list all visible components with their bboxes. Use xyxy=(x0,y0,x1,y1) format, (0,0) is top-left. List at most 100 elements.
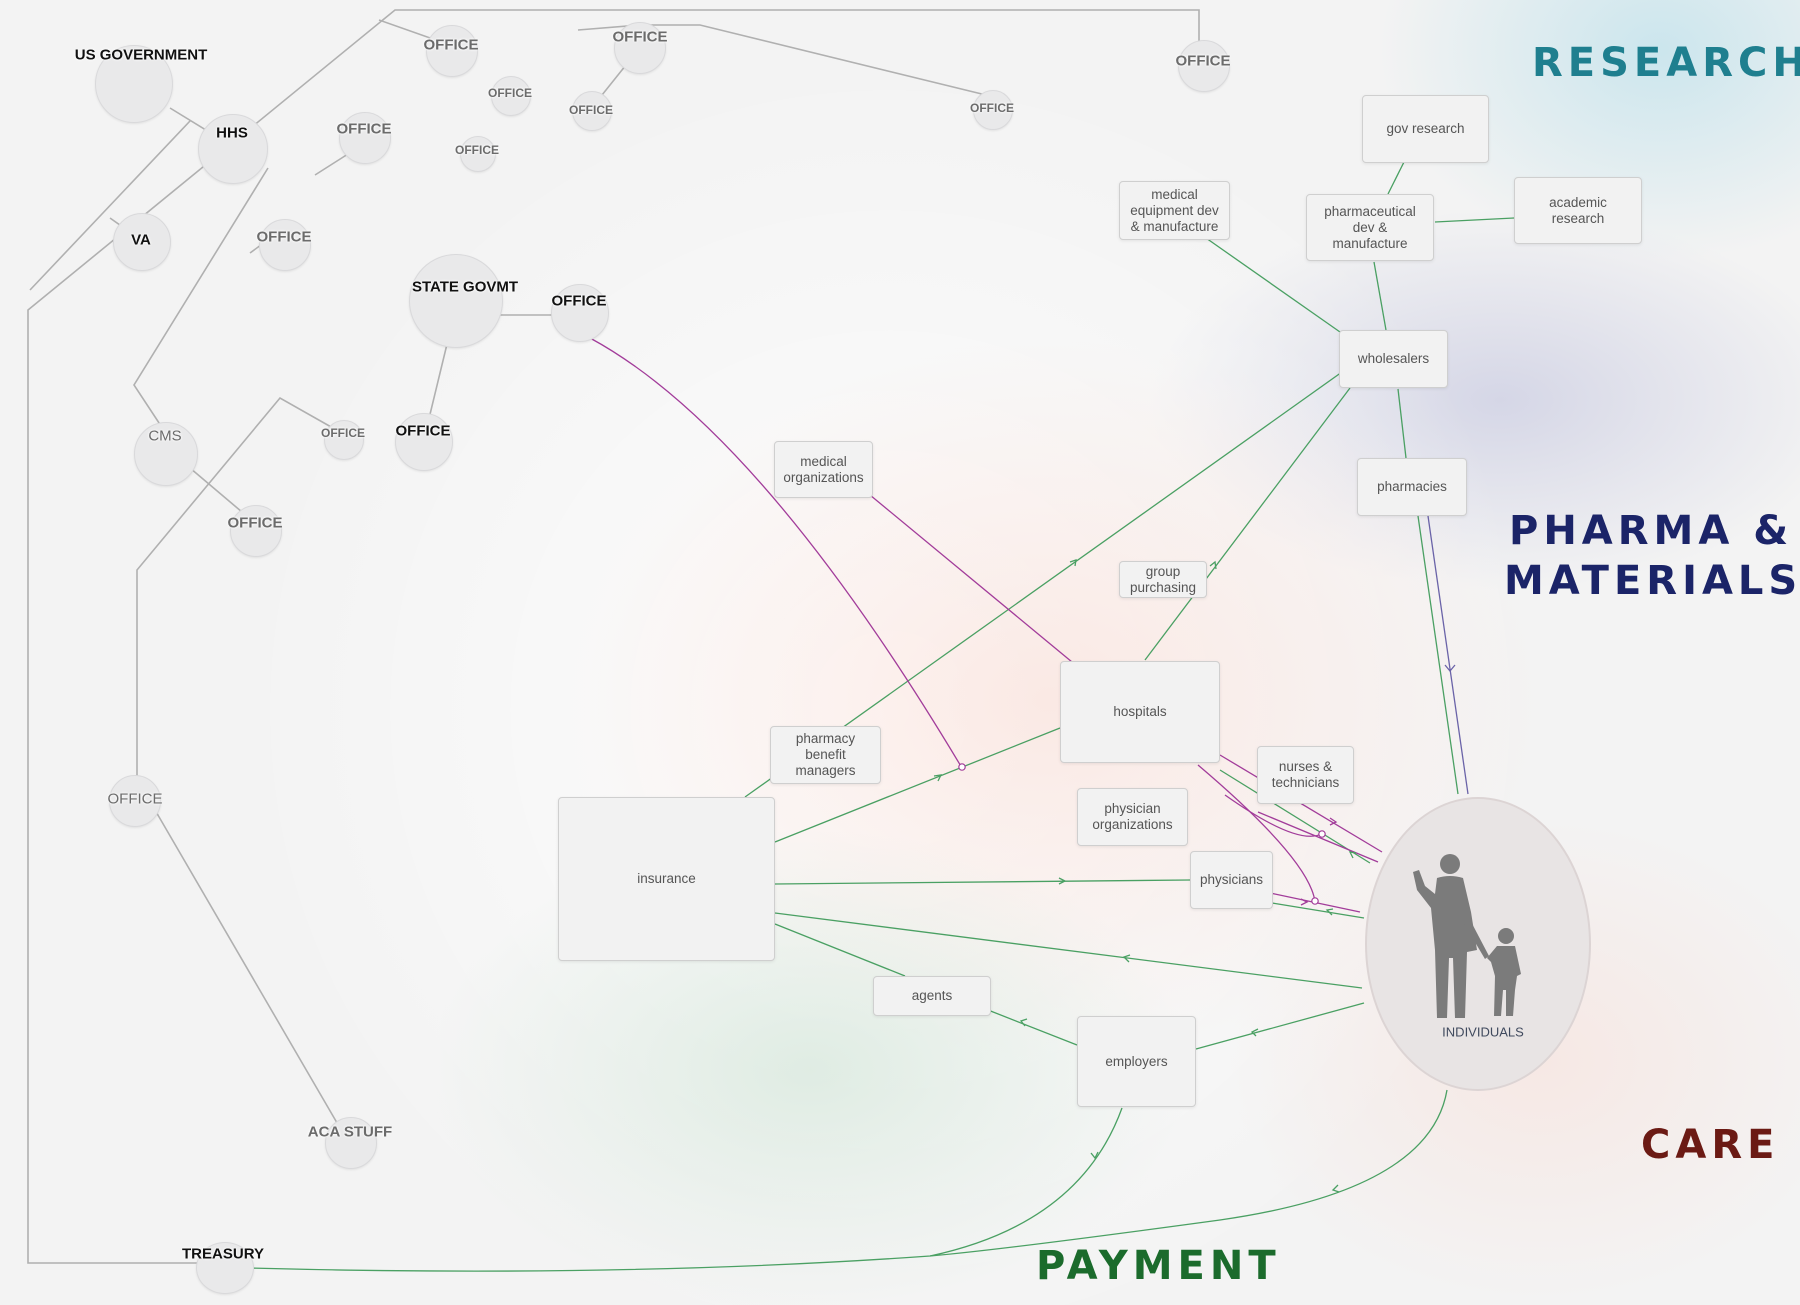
junction-marker xyxy=(1318,830,1326,838)
junction-markers xyxy=(958,763,1326,905)
office-node[interactable] xyxy=(230,505,282,557)
government-tree-lines xyxy=(27,9,1200,1264)
state-govmt-node[interactable] xyxy=(409,254,503,348)
office-label: OFFICE xyxy=(336,120,392,138)
cms-label: CMS xyxy=(148,427,182,445)
office-node[interactable] xyxy=(973,90,1013,130)
group-purchasing-label: group purchasing xyxy=(1129,563,1197,595)
link-hospitals-physicians xyxy=(1197,764,1316,903)
pharmaceutical-box[interactable]: pharmaceutical dev & manufacture xyxy=(1306,194,1434,261)
pharma-region-title-line2: MATERIALS xyxy=(1504,558,1800,604)
pharmacies-label: pharmacies xyxy=(1377,479,1447,494)
insurance-box[interactable]: insurance xyxy=(558,797,775,961)
pharmacies-box[interactable]: pharmacies xyxy=(1357,458,1467,516)
pharma-region-title-line1: PHARMA & xyxy=(1509,508,1794,554)
academic-research-label: academic research xyxy=(1549,194,1607,226)
nurses-technicians-label: nurses & technicians xyxy=(1271,759,1340,790)
medical-organizations-label: medical organizations xyxy=(783,453,864,485)
office-label: OFFICE xyxy=(107,790,163,808)
arrow-mark xyxy=(1058,877,1067,885)
hhs-label: HHS xyxy=(216,124,248,142)
employers-box[interactable]: employers xyxy=(1077,1016,1196,1107)
payment-region-title: PAYMENT xyxy=(1036,1243,1281,1289)
individuals-node[interactable] xyxy=(1365,797,1591,1091)
care-region-title: CARE xyxy=(1641,1122,1780,1168)
link-individuals-insurance xyxy=(774,912,1363,989)
research-region-title: RESEARCH xyxy=(1532,40,1800,86)
arrow-mark xyxy=(933,774,943,782)
link-hospitals-wholesalers xyxy=(1144,387,1351,661)
insurance-label: insurance xyxy=(637,871,696,886)
treasury-label: TREASURY xyxy=(182,1245,264,1263)
office-node[interactable] xyxy=(460,136,496,172)
family-silhouette-icon xyxy=(1413,854,1521,1018)
link-state-office-hospital xyxy=(589,337,963,769)
gov-research-box[interactable]: gov research xyxy=(1362,95,1489,163)
medical-equipment-box[interactable]: medical equipment dev & manufacture xyxy=(1119,181,1230,240)
office-node[interactable] xyxy=(259,219,311,271)
group-purchasing-box[interactable]: group purchasing xyxy=(1119,561,1207,598)
treasury-node[interactable] xyxy=(196,1242,254,1294)
pharmaceutical-label: pharmaceutical dev & manufacture xyxy=(1324,203,1416,251)
wholesalers-box[interactable]: wholesalers xyxy=(1339,330,1448,388)
link-insurance-physicians xyxy=(774,879,1191,885)
arrow-mark xyxy=(1331,1184,1340,1193)
arrow-mark xyxy=(1444,664,1456,673)
link-wholesalers-pharmacies xyxy=(1397,388,1407,459)
office-node[interactable] xyxy=(109,775,161,827)
us-government-node[interactable] xyxy=(95,45,173,123)
office-node[interactable] xyxy=(324,420,364,460)
va-label: VA xyxy=(131,231,151,249)
aca-stuff-node[interactable] xyxy=(325,1117,377,1169)
office-node[interactable] xyxy=(491,76,531,116)
arrow-mark xyxy=(1019,1018,1028,1027)
nurses-technicians-box[interactable]: nurses & technicians xyxy=(1257,746,1354,804)
gov-research-label: gov research xyxy=(1386,121,1465,136)
state-office-label: OFFICE xyxy=(551,292,607,310)
pharmacy-benefit-managers-box[interactable]: pharmacy benefit managers xyxy=(770,726,881,784)
us-government-label: US GOVERNMENT xyxy=(74,46,208,64)
link-nurses-individuals xyxy=(1257,811,1379,863)
medical-organizations-box[interactable]: medical organizations xyxy=(774,441,873,498)
link-equipment-wholesalers xyxy=(1205,237,1341,333)
link-pharmacies-individuals-goods xyxy=(1427,515,1469,795)
agents-box[interactable]: agents xyxy=(873,976,991,1016)
link-pharma-academic xyxy=(1434,217,1515,223)
arrow-mark xyxy=(1209,560,1217,570)
arrow-mark xyxy=(1090,1151,1099,1160)
link-treasury-payment xyxy=(249,1107,1123,1272)
office-label: OFFICE xyxy=(488,86,532,100)
arrow-mark xyxy=(1250,1028,1259,1037)
arrow-mark xyxy=(1348,851,1357,859)
office-node[interactable] xyxy=(1178,40,1230,92)
arrow-mark xyxy=(1300,898,1309,906)
link-individuals-treasury xyxy=(929,1089,1448,1257)
link-insurance-agents xyxy=(774,923,906,977)
physicians-box[interactable]: physicians xyxy=(1190,851,1273,909)
cms-node[interactable] xyxy=(134,422,198,486)
state-office-node[interactable] xyxy=(551,284,609,342)
aca-stuff-label: ACA STUFF xyxy=(307,1123,393,1141)
office-label: OFFICE xyxy=(256,228,312,246)
agents-label: agents xyxy=(911,988,953,1003)
office-node[interactable] xyxy=(572,91,612,131)
wholesalers-label: wholesalers xyxy=(1357,351,1430,366)
hhs-node[interactable] xyxy=(198,114,268,184)
office-node[interactable] xyxy=(426,25,478,77)
link-insurance-hospitals xyxy=(774,727,1061,843)
office-node[interactable] xyxy=(614,22,666,74)
office-node[interactable] xyxy=(339,112,391,164)
employers-label: employers xyxy=(1105,1053,1168,1069)
link-medorg-hospitals xyxy=(869,494,1073,663)
physician-organizations-box[interactable]: physician organizations xyxy=(1077,788,1188,846)
office-label: OFFICE xyxy=(569,103,613,117)
junction-marker xyxy=(958,763,966,771)
academic-research-box[interactable]: academic research xyxy=(1514,177,1642,244)
va-node[interactable] xyxy=(113,213,171,271)
state-office-node[interactable] xyxy=(395,413,453,471)
link-individuals-physicians xyxy=(1271,902,1365,919)
gov-line xyxy=(314,19,991,176)
arrow-mark xyxy=(1069,559,1077,567)
hospitals-label: hospitals xyxy=(1113,704,1167,719)
hospitals-box[interactable]: hospitals xyxy=(1060,661,1220,763)
